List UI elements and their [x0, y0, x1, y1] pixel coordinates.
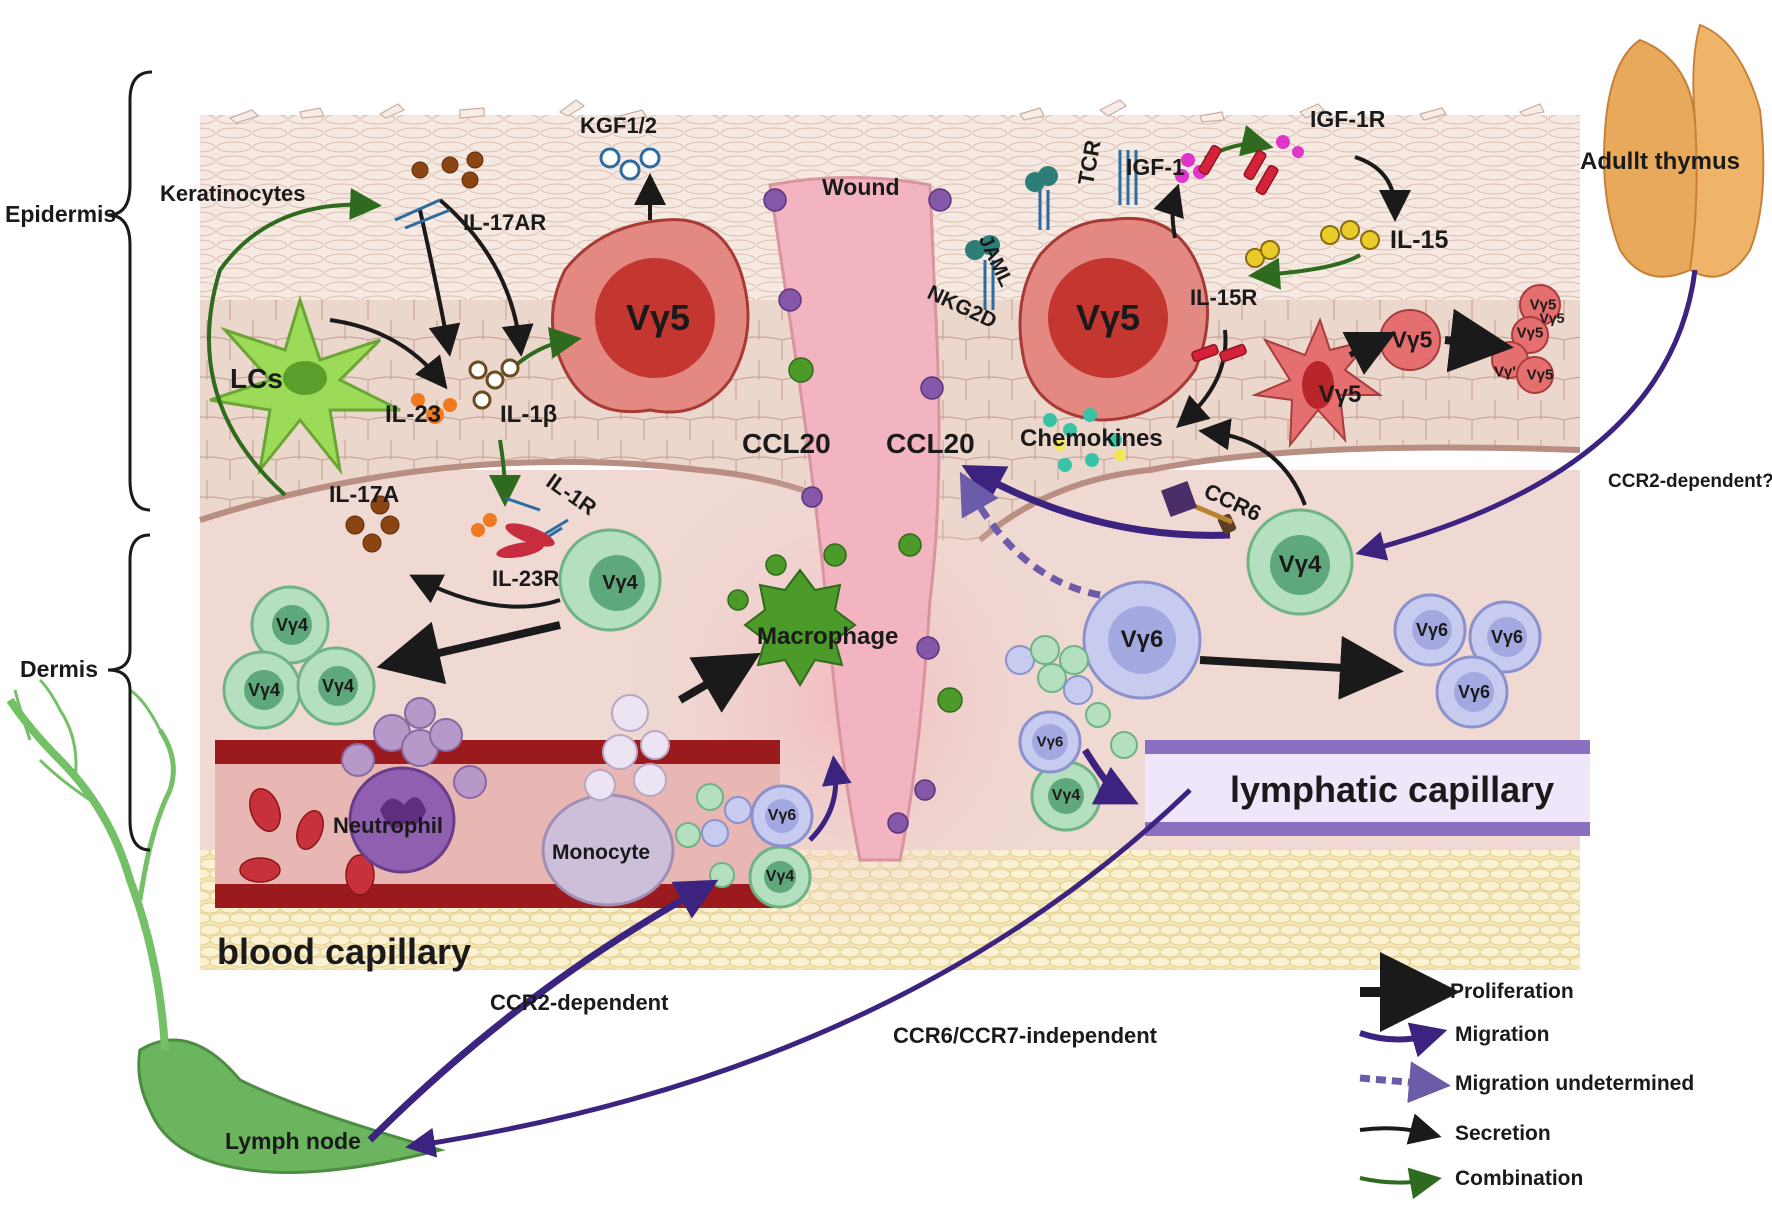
ccr2-dependent-label: CCR2-dependent	[490, 990, 669, 1015]
squames	[228, 99, 1545, 124]
vg6-a-text: Vγ6	[1415, 620, 1449, 640]
vg5-right-text: Vγ5	[1075, 297, 1141, 338]
legend-arrows	[1359, 952, 1460, 1200]
macrophage-label: Macrophage	[757, 623, 899, 650]
vg6-blood-text: Vγ6	[767, 807, 797, 824]
il23r-label: IL-23R	[492, 566, 560, 591]
vg5-cluster-b-text: Vγ5	[1516, 324, 1544, 342]
vg5-cluster-a-text: Vγ5	[1529, 296, 1557, 314]
igf1r-label: IGF-1R	[1310, 106, 1386, 132]
cytokine-glyphs	[345, 135, 1380, 559]
lymphatic-capillary-label: lymphatic capillary	[1230, 769, 1555, 810]
black-arrows	[329, 155, 1514, 713]
langerhans-cell	[209, 295, 401, 476]
vg4-lymph-text: Vγ4	[1051, 787, 1081, 804]
dermis-label: Dermis	[20, 656, 98, 682]
neutrophil-cluster	[341, 697, 487, 799]
vg5-cluster-d-text: Vγ5	[1539, 310, 1565, 326]
vg6-b-text: Vγ6	[1490, 627, 1524, 647]
vg6-lymph-text: Vγ6	[1036, 733, 1064, 751]
vg5-left-cell	[551, 218, 750, 414]
monocyte-cluster	[584, 694, 670, 801]
ccr6-receptor	[1161, 481, 1197, 517]
vg5-cluster-c-text: Vγ5	[1526, 366, 1554, 384]
ccl20-right-label: CCL20	[886, 428, 975, 459]
vg4-left-a-text: Vγ4	[275, 615, 309, 635]
adult-thymus-label: Adullt thymus	[1580, 148, 1740, 175]
il1b-label: IL-1β	[500, 401, 558, 428]
lymphatic-capillary	[1145, 740, 1590, 836]
monocyte-label: Monocyte	[552, 841, 651, 864]
vg6-nuclei	[765, 606, 1527, 833]
keratinocytes-label: Keratinocytes	[160, 181, 306, 206]
vg5-cluster-e-text: Vγ'	[1494, 363, 1516, 381]
vg4-cells	[222, 508, 1354, 909]
blood-capillary-label: blood capillary	[217, 931, 472, 972]
wound-label: Wound	[822, 174, 900, 200]
wound	[768, 176, 941, 862]
legend-secretion: Secretion	[1455, 1122, 1551, 1145]
kgf-label: KGF1/2	[580, 113, 658, 138]
neutrophil-label: Neutrophil	[333, 813, 443, 838]
lymph-node	[6, 678, 446, 1174]
vg4-right-text: Vγ4	[1278, 551, 1322, 578]
ccl20-left-label: CCL20	[742, 428, 831, 459]
legend-proliferation: Proliferation	[1450, 980, 1574, 1003]
il15r-label: IL-15R	[1190, 285, 1258, 310]
wound-immune-cells	[763, 188, 952, 834]
adult-thymus-organ	[1603, 23, 1765, 278]
epidermis-label: Epidermis	[5, 201, 117, 227]
purple-arrows	[367, 269, 1698, 1158]
il17a-label: IL-17A	[329, 481, 400, 507]
vg5-dendritic-text: Vγ5	[1318, 381, 1362, 408]
vg5-left-text: Vγ5	[625, 297, 691, 338]
vg5-prolif-text: Vγ5	[1391, 326, 1433, 353]
vg4-left-c-text: Vγ4	[321, 676, 355, 696]
il17ar-label: IL-17AR	[463, 210, 547, 235]
vg6-c-text: Vγ6	[1457, 682, 1491, 702]
ccr6-ccr7-independent-label: CCR6/CCR7-independent	[893, 1023, 1158, 1048]
neutrophil-nucleus	[380, 797, 426, 829]
lymph-node-label: Lymph node	[225, 1128, 361, 1154]
il23-label: IL-23	[385, 401, 442, 428]
small-lymphocytes	[675, 635, 1138, 888]
ccr2-dependent-q-label: CCR2-dependent?	[1608, 471, 1772, 492]
il15-label: IL-15	[1390, 226, 1449, 254]
macrophage-cell	[743, 568, 857, 687]
vg6-main-text: Vγ6	[1120, 626, 1164, 653]
vg4-nuclei	[244, 535, 1330, 893]
migration-undetermined-arrow	[959, 471, 1101, 599]
legend-migration: Migration	[1455, 1023, 1550, 1046]
legend-combination: Combination	[1455, 1167, 1584, 1190]
lcs-label: LCs	[230, 363, 283, 394]
igf1-label: IGF-1	[1126, 154, 1185, 180]
vg4-blood-text: Vγ4	[765, 868, 795, 885]
bacteria	[727, 357, 963, 713]
layer-brackets	[107, 70, 153, 852]
legend-migration-undetermined: Migration undetermined	[1455, 1072, 1695, 1095]
vg4-left-text: Vγ4	[602, 572, 638, 594]
vg5-right-cell	[1018, 216, 1209, 422]
chemokines-label: Chemokines	[1020, 425, 1163, 452]
vg4-left-b-text: Vγ4	[247, 680, 281, 700]
red-blood-cells	[239, 788, 375, 896]
